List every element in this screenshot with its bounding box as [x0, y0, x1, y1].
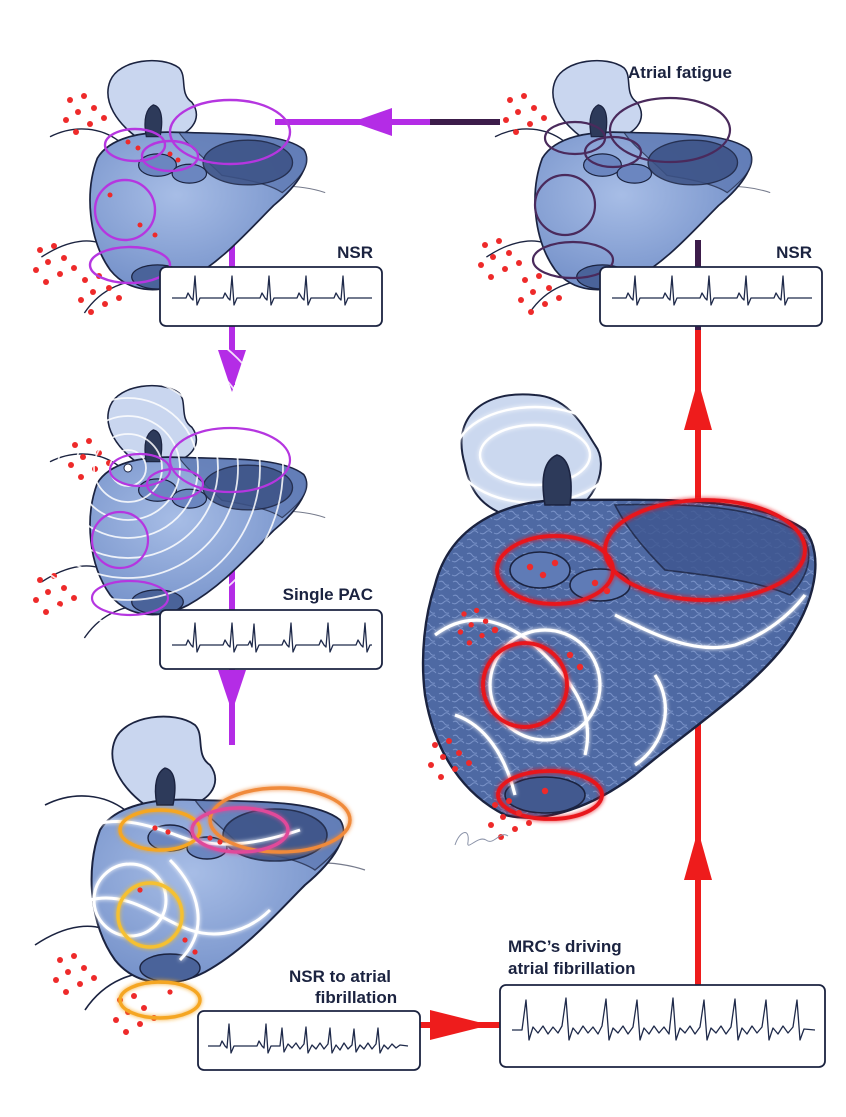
- ecg-single-pac: [159, 609, 383, 670]
- ecg-nsr-top-right: [599, 266, 823, 327]
- label-nsr-top-right: NSR: [776, 243, 812, 262]
- atrium-mrc-large: [421, 393, 817, 840]
- artist-signature: [454, 832, 509, 846]
- label-nsr-to-af-line2: fibrillation: [315, 988, 397, 1007]
- label-mrc-line2: atrial fibrillation: [508, 959, 636, 978]
- arrowhead-top-left: [352, 108, 392, 136]
- label-atrial-fatigue: Atrial fatigue: [628, 63, 732, 82]
- atrium-fatigue-top-right: [478, 59, 772, 315]
- ecg-nsr-top-left: [159, 266, 383, 327]
- label-single-pac: Single PAC: [283, 585, 373, 604]
- label-mrc-line1: MRC’s driving: [508, 937, 622, 956]
- atrium-nsr-to-af: [34, 715, 366, 1035]
- ecg-nsr-to-af: [197, 1010, 421, 1071]
- label-nsr-top-left: NSR: [337, 243, 373, 262]
- label-nsr-to-af-line1: NSR to atrial: [289, 967, 391, 986]
- atrium-single-pac: [0, 312, 327, 639]
- ecg-mrc: [499, 984, 826, 1068]
- atrium-nsr-top-left: [33, 59, 327, 315]
